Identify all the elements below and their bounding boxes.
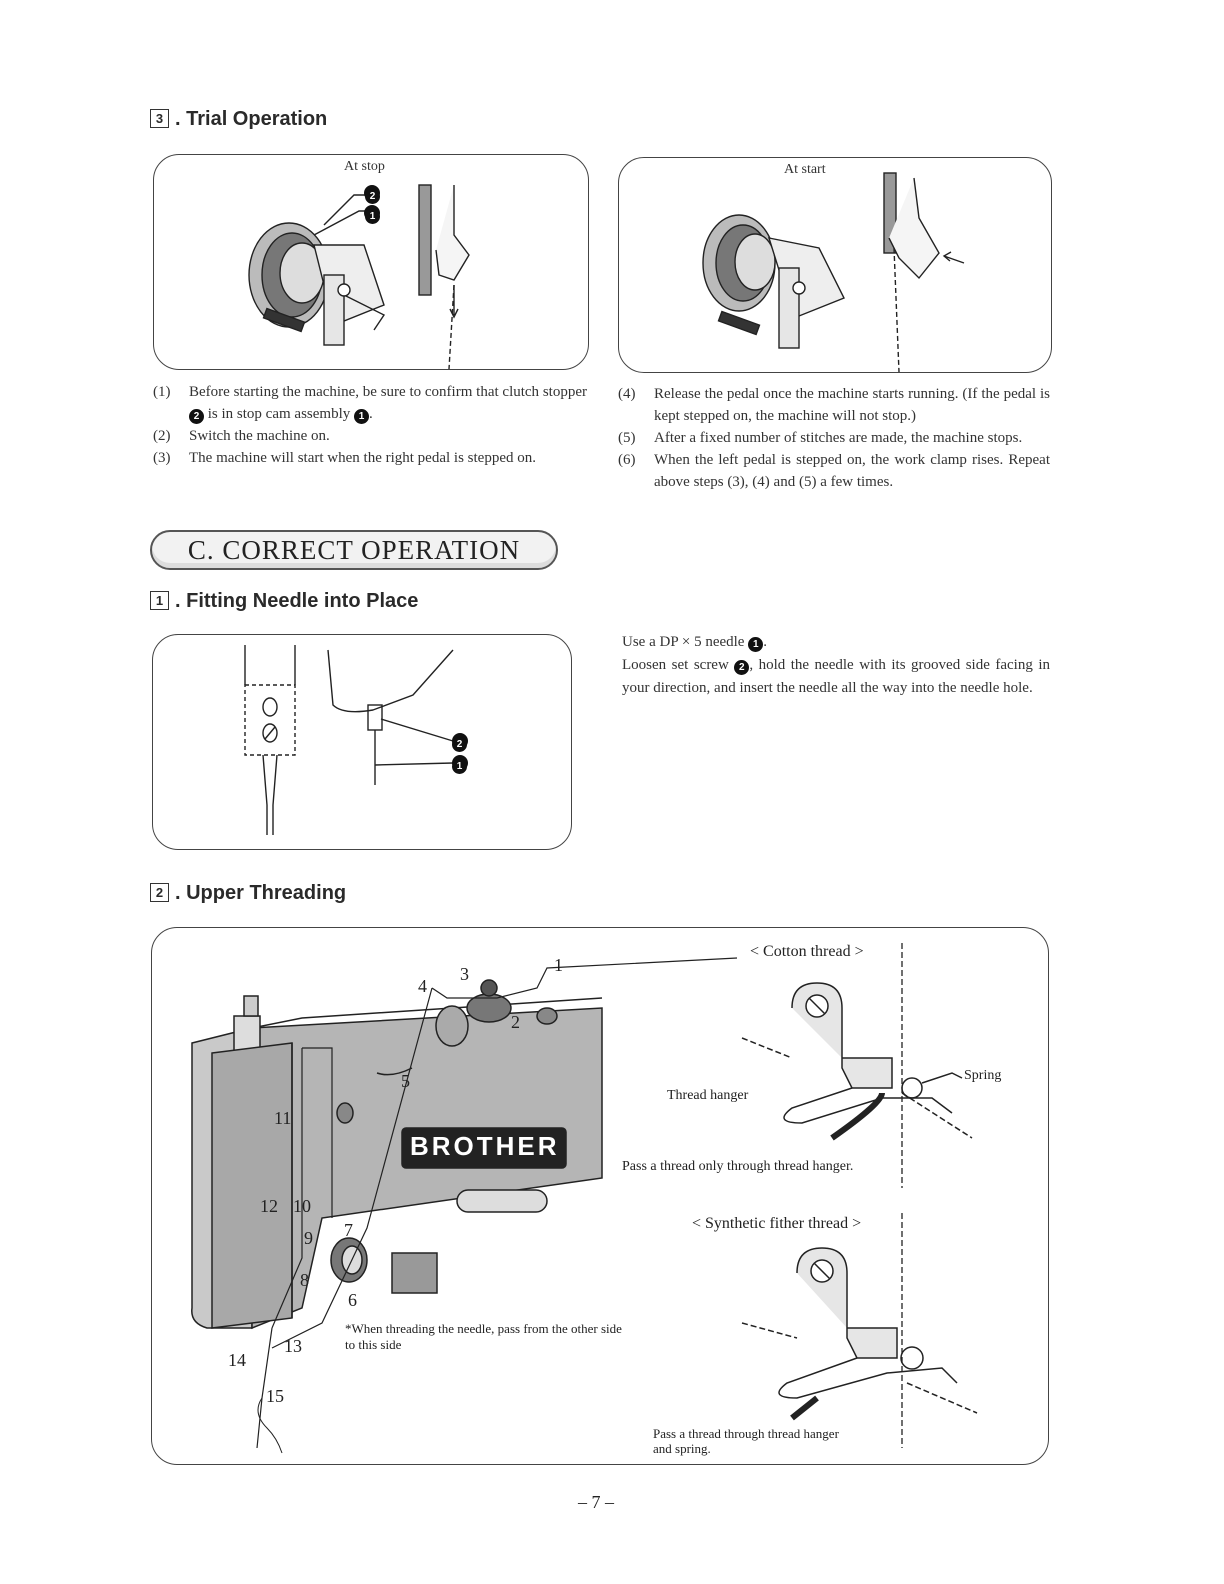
cotton-thread-title: < Cotton thread > — [750, 943, 864, 960]
clutch-at-start-illustration — [702, 172, 965, 372]
step-3: (3)The machine will start when the right… — [153, 450, 536, 466]
figure-at-start: At start — [618, 157, 1052, 373]
page-number: – 7 – — [578, 1492, 614, 1512]
thread-guide-10: 10 — [293, 1196, 311, 1216]
thread-guide-1: 1 — [554, 955, 563, 975]
needle-heading: 1 . Fitting Needle into Place — [150, 590, 418, 613]
trial-heading-text: . Trial Operation — [175, 108, 328, 130]
ref-needle: 1 — [748, 637, 764, 652]
threading-heading-text: . Upper Threading — [175, 882, 347, 904]
thread-guide-9: 9 — [304, 1228, 313, 1248]
step-6: (6)When the left pedal is stepped on, th… — [618, 452, 1050, 490]
synthetic-thread-title: < Synthetic fither thread > — [692, 1215, 862, 1232]
needle-instruction-2: Loosen set screw 2, hold the needle with… — [622, 657, 1050, 696]
trial-heading: 3 . Trial Operation — [150, 108, 327, 131]
figure-needle: 2 1 — [152, 634, 572, 850]
trial-steps-left: (1) Before starting the machine, be sure… — [153, 381, 587, 469]
synthetic-caption-line-1: Pass a thread through thread hanger — [653, 1426, 839, 1441]
thread-guide-5: 5 — [401, 1071, 410, 1091]
trial-steps-right: (4)Release the pedal once the machine st… — [618, 383, 1050, 493]
spring-label: Spring — [964, 1068, 1002, 1083]
threading-note: *When threading the needle, pass from th… — [345, 1321, 622, 1352]
thread-guide-3: 3 — [460, 964, 469, 984]
thread-guide-4: 4 — [418, 976, 427, 996]
callout-2-stop: 2 — [365, 185, 380, 204]
correct-operation-banner: C. CORRECT OPERATION — [150, 530, 558, 570]
section-number-box: 1 — [150, 591, 169, 610]
clutch-at-stop-illustration — [248, 184, 470, 369]
step-1: (1) Before starting the machine, be sure… — [153, 384, 587, 424]
thread-guide-14: 14 — [228, 1350, 246, 1370]
sewing-machine-threading-illustration — [191, 943, 978, 1454]
ref-set-screw: 2 — [734, 660, 750, 675]
section-number-box: 3 — [150, 109, 169, 128]
ref-stop-cam: 1 — [354, 409, 369, 424]
step-4: (4)Release the pedal once the machine st… — [618, 386, 1050, 424]
thread-guide-7: 7 — [344, 1220, 353, 1240]
needle-instruction-1: Use a DP × 5 needle 1. — [622, 634, 767, 652]
at-stop-caption: At stop — [344, 159, 385, 174]
ref-clutch-stopper: 2 — [189, 409, 204, 424]
thread-guide-15: 15 — [266, 1386, 284, 1406]
step-2: (2)Switch the machine on. — [153, 428, 330, 444]
thread-hanger-label: Thread hanger — [667, 1088, 749, 1103]
section-number-box: 2 — [150, 883, 169, 902]
brand-plate: BROTHER — [410, 1131, 560, 1161]
thread-guide-2: 2 — [511, 1012, 520, 1032]
cotton-caption: Pass a thread only through thread hanger… — [622, 1159, 854, 1174]
callout-1-needle: 1 — [452, 755, 467, 774]
step-5: (5)After a fixed number of stitches are … — [618, 430, 1023, 446]
at-start-caption: At start — [784, 162, 826, 177]
thread-guide-11: 11 — [274, 1108, 292, 1128]
thread-guide-12: 12 — [260, 1196, 278, 1216]
needle-heading-text: . Fitting Needle into Place — [175, 590, 419, 612]
figure-threading: BROTHER 1 2 3 4 5 6 7 8 9 10 11 12 13 14… — [151, 927, 1049, 1465]
synthetic-caption-line-2: and spring. — [653, 1441, 711, 1456]
figure-at-stop: At stop 2 1 — [153, 154, 589, 370]
thread-guide-13: 13 — [284, 1336, 302, 1356]
threading-heading: 2 . Upper Threading — [150, 882, 346, 905]
thread-guide-8: 8 — [300, 1270, 309, 1290]
needle-bar-illustration — [244, 645, 468, 835]
callout-2-needle: 2 — [452, 733, 467, 752]
callout-1-stop: 1 — [365, 205, 380, 224]
thread-guide-6: 6 — [348, 1290, 357, 1310]
